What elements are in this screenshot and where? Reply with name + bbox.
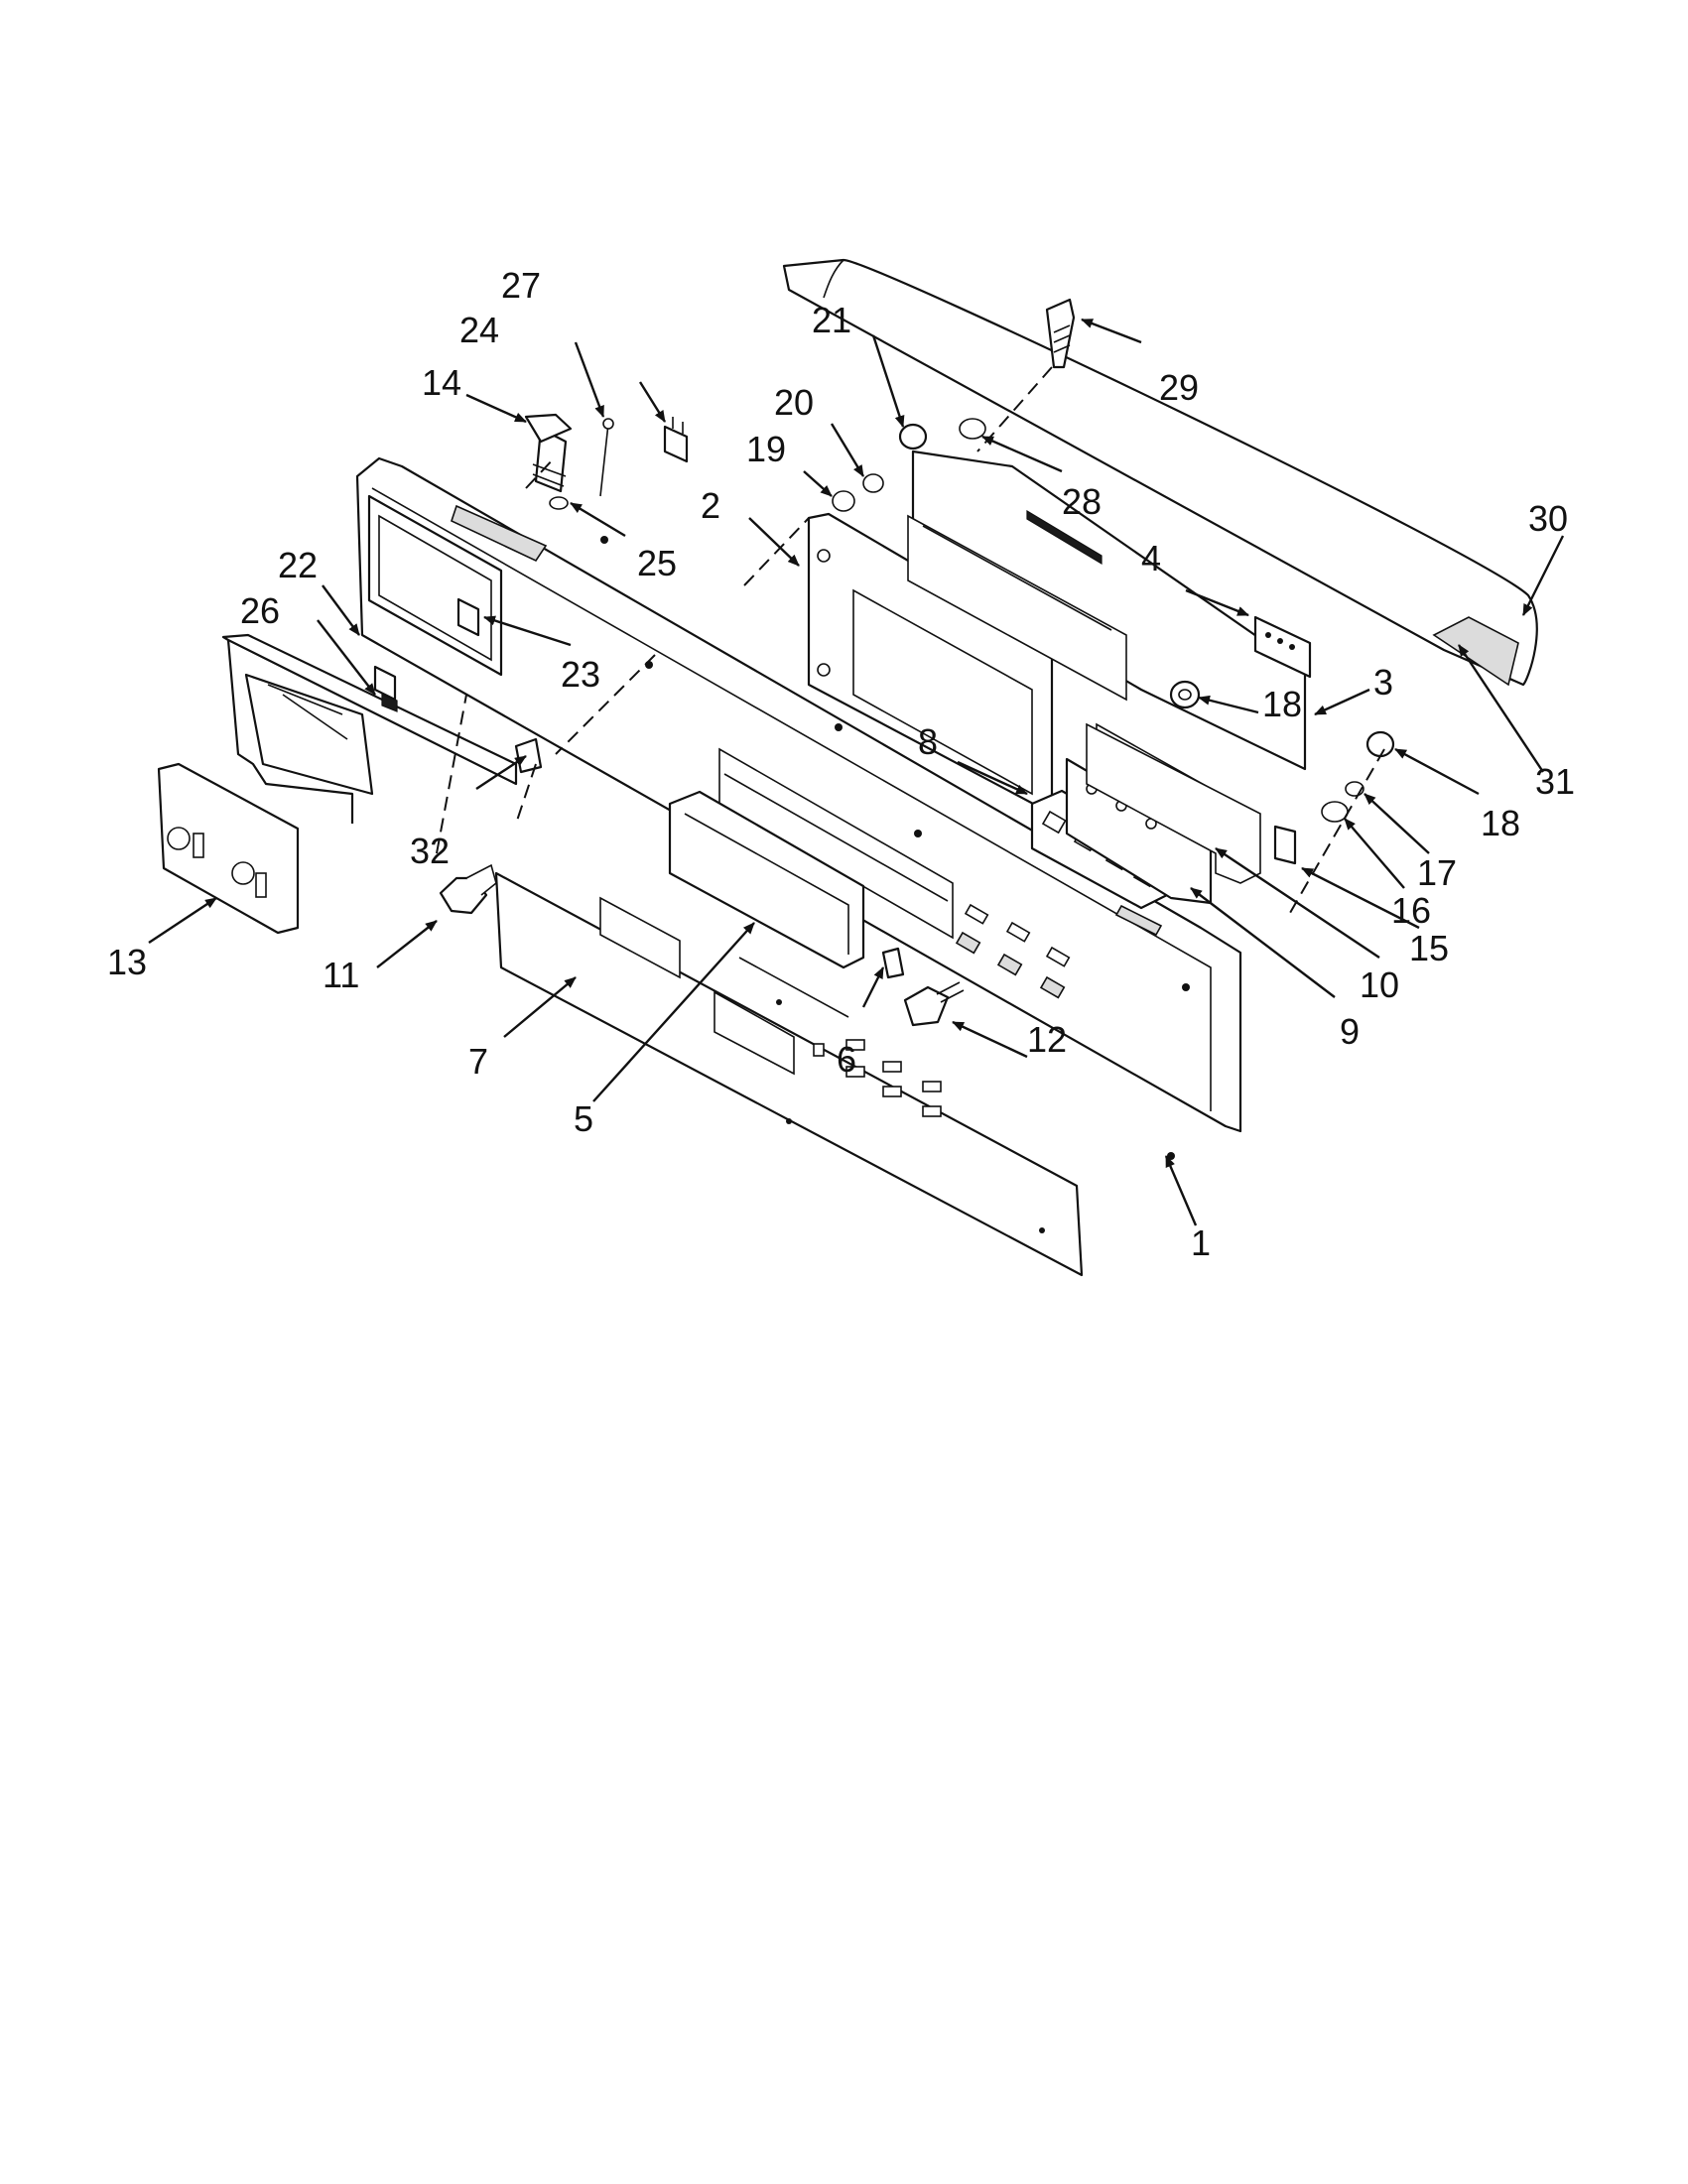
callout-11: 11 — [323, 955, 359, 995]
callout-9: 9 — [1340, 1011, 1360, 1052]
screw-12 — [903, 981, 965, 1027]
callout-10: 10 — [1360, 964, 1399, 1005]
clip-32 — [514, 737, 543, 774]
callout-18b: 18 — [1481, 803, 1520, 843]
callout-26: 26 — [240, 590, 280, 631]
screw-29 — [1045, 298, 1076, 369]
switch-22 — [373, 665, 397, 702]
washer-25 — [549, 496, 569, 510]
callout-28: 28 — [1062, 481, 1102, 522]
callout-5: 5 — [574, 1098, 593, 1139]
callout-2: 2 — [701, 485, 720, 526]
callout-25: 25 — [637, 543, 677, 583]
display-bracket — [807, 512, 1054, 816]
terminal-connector — [1253, 615, 1312, 679]
callout-29: 29 — [1159, 367, 1199, 408]
top-trim-cover — [782, 258, 1538, 687]
plug-27 — [663, 417, 689, 463]
bracket-15 — [1273, 825, 1297, 865]
nut-18b — [1365, 730, 1395, 758]
keypad-membrane — [1086, 722, 1261, 884]
callout-15: 15 — [1409, 928, 1449, 968]
washers-16-17 — [1321, 781, 1364, 823]
display-lens — [668, 790, 865, 969]
bolt-14 — [524, 413, 573, 493]
callout-12: 12 — [1027, 1019, 1067, 1060]
callout-23: 23 — [561, 654, 600, 695]
sensor-23 — [456, 597, 480, 637]
leader-lines — [148, 318, 1565, 1226]
grommet-6 — [881, 947, 905, 979]
washers-19-20-21 — [832, 418, 986, 512]
knob-11 — [439, 863, 497, 915]
callout-32: 32 — [410, 831, 450, 871]
callout-16: 16 — [1391, 890, 1431, 931]
callout-6: 6 — [837, 1039, 856, 1080]
callout-24: 24 — [459, 310, 499, 350]
front-overlay — [494, 871, 1084, 1277]
pin-24 — [599, 418, 614, 497]
callout-22: 22 — [278, 545, 318, 585]
callout-4: 4 — [1141, 538, 1161, 578]
callout-19: 19 — [746, 429, 786, 469]
callout-31: 31 — [1535, 761, 1575, 802]
callout-30: 30 — [1528, 498, 1568, 539]
callout-3: 3 — [1373, 662, 1393, 703]
callout-21: 21 — [812, 300, 851, 340]
nut-18 — [1169, 680, 1201, 709]
dispenser-assembly — [157, 633, 518, 935]
callout-1: 1 — [1191, 1222, 1211, 1263]
callout-18a: 18 — [1262, 684, 1302, 724]
callout-27: 27 — [501, 265, 541, 306]
callout-7: 7 — [468, 1041, 488, 1082]
callout-14: 14 — [422, 362, 461, 403]
callout-8: 8 — [918, 721, 938, 762]
callout-17: 17 — [1417, 852, 1457, 893]
callout-20: 20 — [774, 382, 814, 423]
callout-labels: 1 2 3 4 5 6 7 8 9 10 11 12 13 14 15 16 1… — [107, 265, 1575, 1263]
callout-13: 13 — [107, 942, 147, 982]
clip-26 — [381, 694, 398, 712]
